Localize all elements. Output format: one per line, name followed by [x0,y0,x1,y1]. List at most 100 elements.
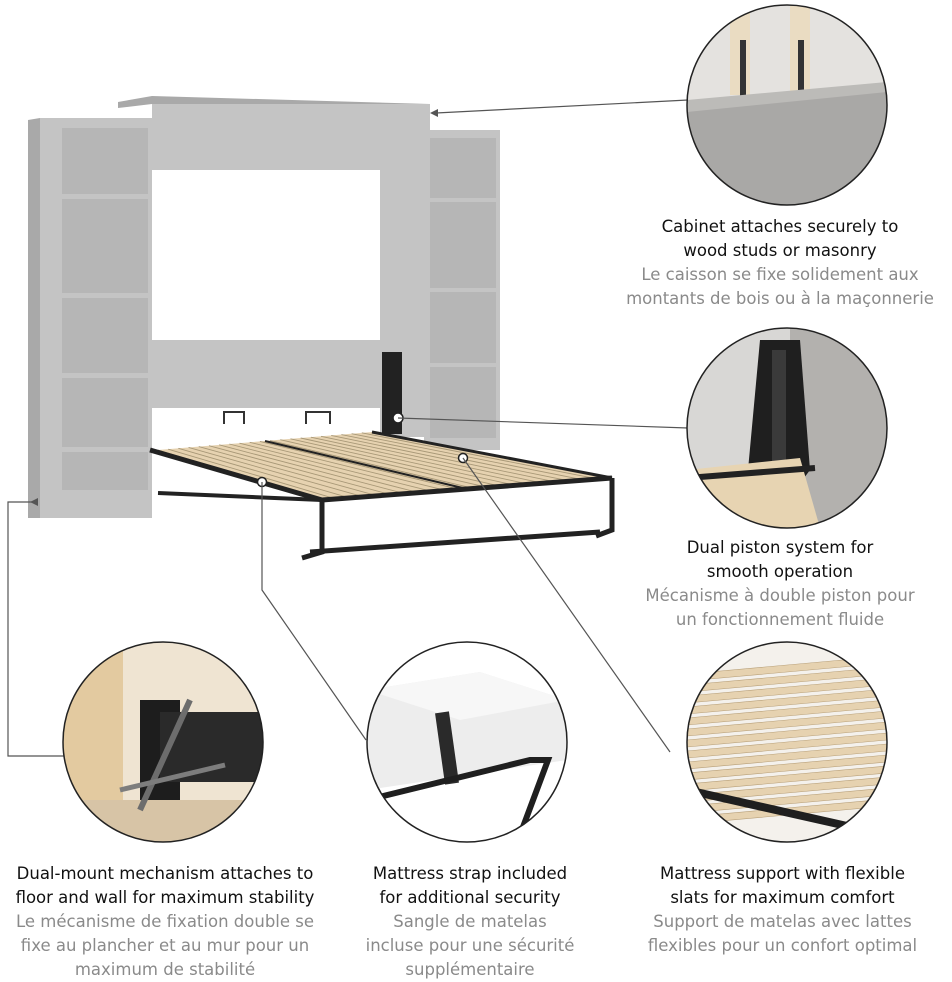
caption-slats: Mattress support with flexible slats for… [615,862,950,958]
caption-strap-fr-line3: supplémentaire [405,960,535,979]
strap-bracket [223,411,245,424]
shelf [430,288,496,292]
frame-floor-rail [157,491,323,502]
caption-slats-fr-line1: Support de matelas avec lattes [653,912,912,931]
caption-mount-en-line1: Dual-mount mechanism attaches to [16,864,314,883]
slat [178,447,350,499]
slat [320,435,544,484]
frame-front-rail [321,475,613,503]
cabinet-top-panel [687,90,887,205]
left-bookcase-base [40,490,152,518]
shelf [62,373,148,378]
slat [219,444,405,495]
slat [229,443,419,494]
caption-strap-fr-line2: incluse pour une sécurité [365,936,575,955]
slat [687,677,887,704]
slat [687,754,887,781]
cabinet-opening [152,170,380,340]
slat [188,446,364,498]
caption-strap: Mattress strap included for additional s… [335,862,605,982]
caption-slats-fr-line2: flexibles pour un confort optimal [647,936,918,955]
frame [367,757,553,837]
slat [687,721,887,748]
callout-line-mount [7,501,64,757]
frame-leg-right [595,478,615,539]
shelf [430,198,496,202]
bed-frame [149,411,615,561]
detail-circle-slats [686,641,888,843]
caption-piston-fr-line1: Mécanisme à double piston pour [645,586,915,605]
floor [63,800,263,842]
callout-line-slats [462,457,671,753]
slat [687,732,887,759]
caption-piston: Dual piston system for smooth operation … [620,536,940,632]
slat [269,440,475,489]
flexible-slats [687,655,887,825]
slat [249,441,447,492]
slat [341,434,571,482]
frame-right-rail [371,430,613,480]
callout-line-cabinet [435,99,689,114]
caption-cabinet-en-line2: wood studs or masonry [683,241,877,260]
slat [687,743,887,770]
left-bookcase-interior [62,128,148,510]
caption-mount-fr-line2: fixe au plancher et au mur pour un [20,936,310,955]
frame-left-rail [149,447,323,503]
shelf [62,447,148,452]
caption-cabinet-fr-line2: montants de bois ou à la maçonnerie [626,289,934,308]
caption-piston-fr-line2: un fonctionnement fluide [675,610,885,629]
screw [119,762,226,793]
detail-circle-strap [366,641,568,843]
left-bookcase [28,118,152,518]
shelf [430,363,496,367]
slat [687,655,887,682]
callout-line-strap [261,482,367,741]
slat [198,446,378,497]
slat [687,666,887,693]
shelf [62,194,148,199]
caption-mount-fr-line3: maximum de stabilité [74,960,256,979]
screw [137,698,193,812]
frame-leg-bar [309,529,601,555]
shelf [62,293,148,298]
detail-circle-cabinet [686,4,888,206]
slat [239,442,433,493]
detail-circle-mount [62,641,264,843]
callout-line-piston [397,417,689,429]
callout-lines [7,99,689,757]
caption-slats-en-line1: Mattress support with flexible [660,864,905,883]
bracket [798,40,804,100]
slat [331,434,557,483]
caption-piston-en-line2: smooth operation [706,562,854,581]
right-bookcase [424,130,500,450]
slat [290,438,502,487]
slat [300,437,516,486]
caption-mount-en-line2: floor and wall for maximum stability [15,888,315,907]
callout-arrow-cabinet [430,109,438,117]
slat [687,765,887,792]
slat [208,445,392,496]
caption-cabinet-fr-line1: Le caisson se fixe solidement aux [641,265,919,284]
caption-piston-en-line1: Dual piston system for [686,538,874,557]
murphy-bed-main [28,96,615,561]
cabinet-headboard-panel [152,340,380,408]
caption-strap-fr-line1: Sangle de matelas [393,912,547,931]
caption-strap-en-line2: for additional security [379,888,561,907]
caption-cabinet-en-line1: Cabinet attaches securely to [661,217,899,236]
slat [687,710,887,737]
caption-slats-en-line2: slats for maximum comfort [670,888,895,907]
slat [280,439,488,488]
strap-bracket [305,411,331,424]
slat [687,688,887,715]
detail-circle-piston [686,327,888,529]
center-rail [264,440,468,490]
caption-strap-en-line1: Mattress strap included [372,864,568,883]
strap [435,711,459,785]
bracket [740,40,746,100]
caption-cabinet: Cabinet attaches securely to wood studs … [610,215,950,311]
caption-mount: Dual-mount mechanism attaches to floor a… [0,862,330,982]
slat [687,776,887,803]
bed-cabinet [118,96,430,437]
slat [687,699,887,726]
